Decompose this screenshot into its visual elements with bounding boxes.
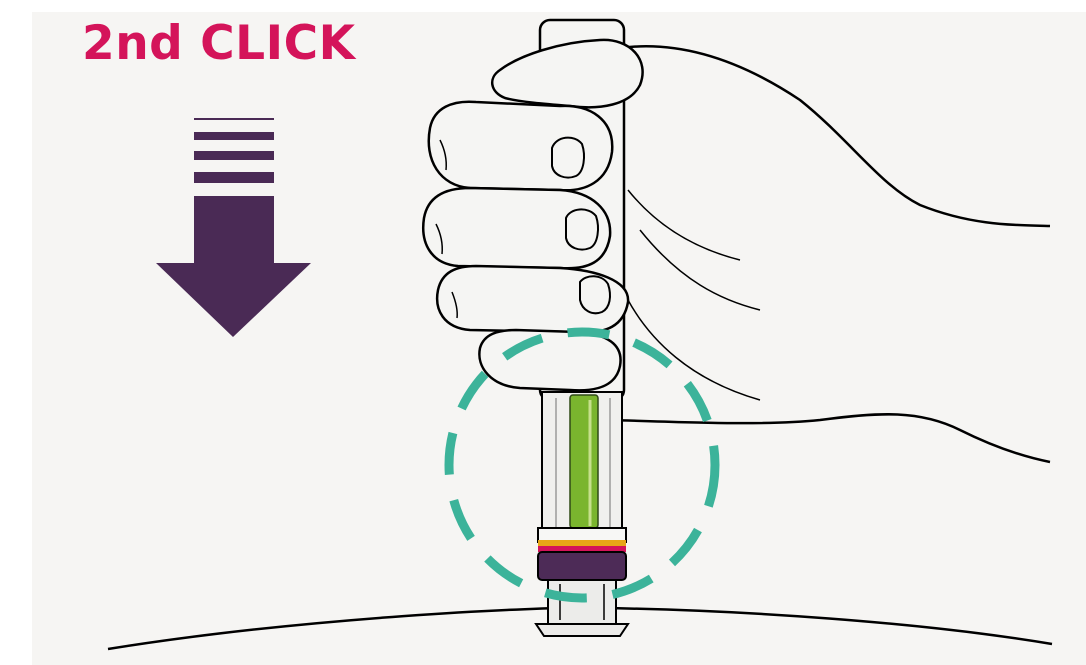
thumb [492,40,642,107]
down-arrow-icon [156,119,311,337]
palm-lines [628,190,760,400]
medication-window [570,395,598,528]
wrist-lower-outline [610,414,1050,462]
arm-outline [620,46,1050,226]
